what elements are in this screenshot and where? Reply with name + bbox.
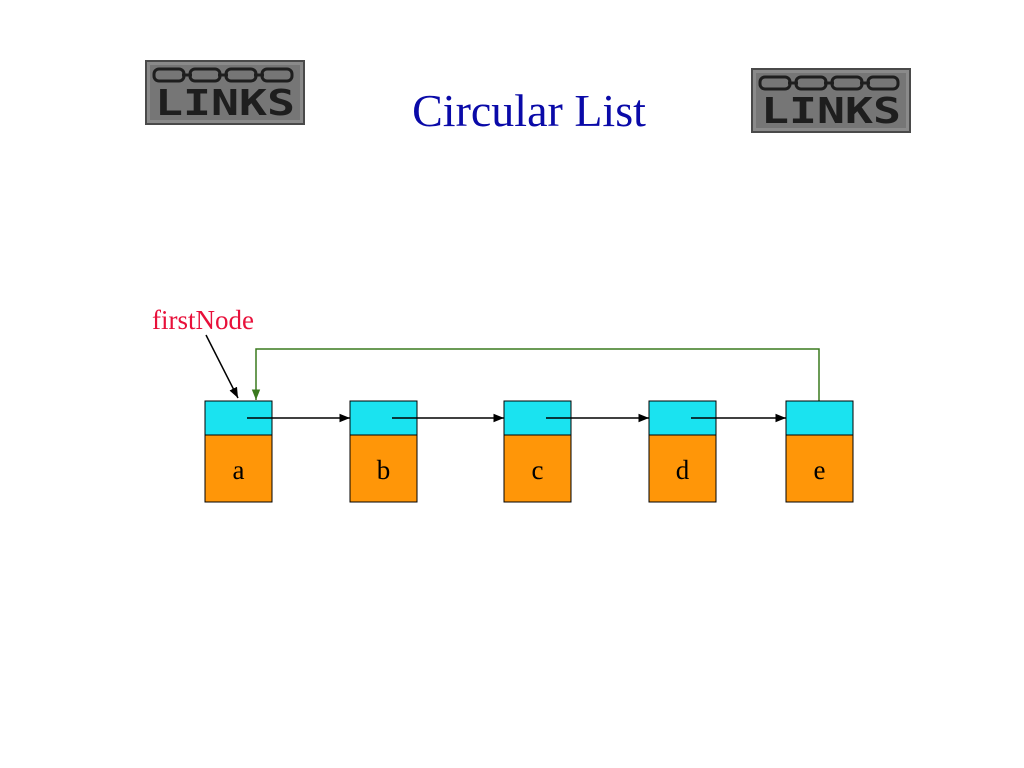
logo-text: LINKS [155,83,295,124]
list-node: d [648,400,717,503]
node-link-field [785,400,854,436]
linked-list-nodes: a b c d e [204,400,854,503]
links-logo-left: LINKS [145,60,305,125]
list-node: c [503,400,572,503]
node-data-field [648,434,717,503]
node-data-field [785,434,854,503]
node-data-field [349,434,418,503]
first-node-pointer-arrow [205,334,239,399]
node-value: e [814,455,826,485]
chain-icon [758,75,900,91]
logo-text: LINKS [761,91,901,132]
list-node: e [785,400,854,503]
chain-icon [152,67,294,83]
node-data-field [204,434,273,503]
first-node-label: firstNode [152,305,254,335]
node-value: b [377,455,391,485]
node-value: d [676,455,690,485]
list-node: a [204,400,273,503]
node-data-field [503,434,572,503]
slide-title: Circular List [412,85,646,136]
list-node: b [349,400,418,503]
links-logo-right: LINKS [751,68,911,133]
circular-back-link [251,348,820,418]
node-value: c [532,455,544,485]
node-value: a [233,455,245,485]
